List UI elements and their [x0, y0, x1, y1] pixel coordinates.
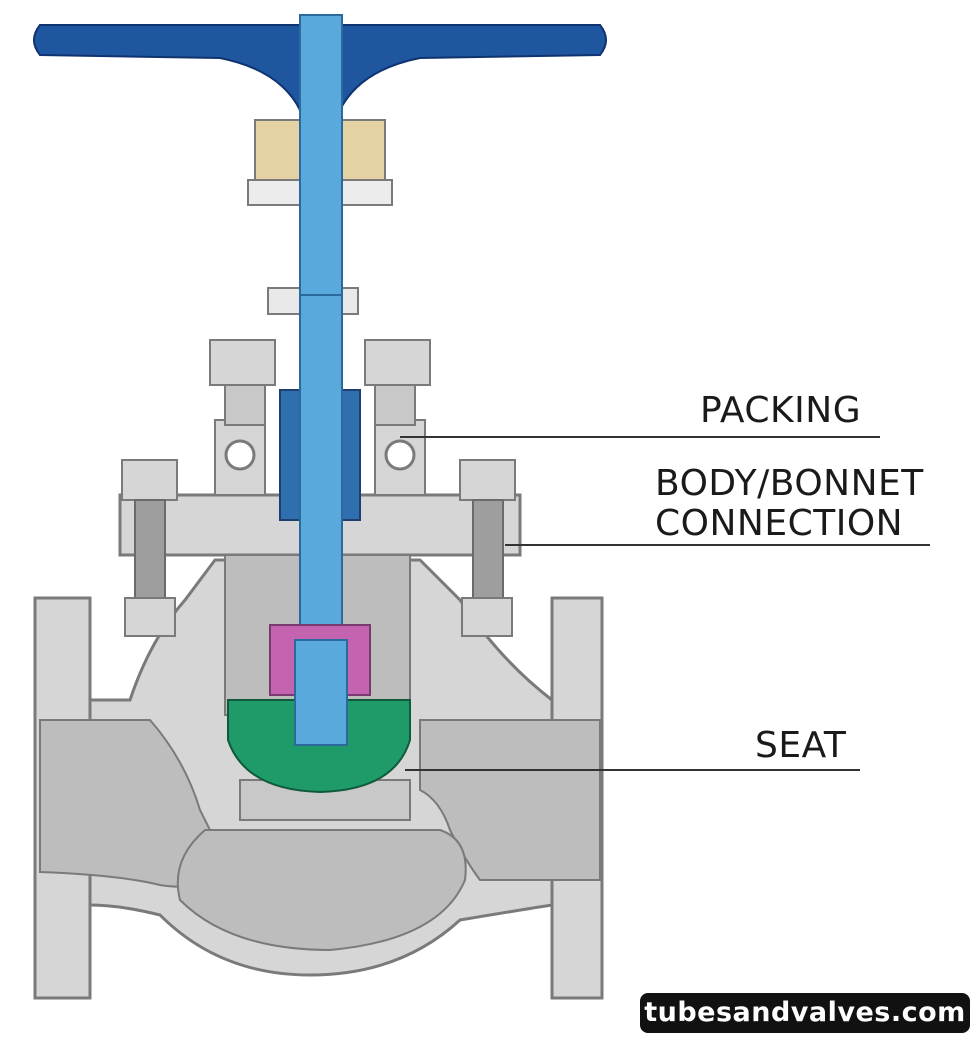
outlet-passage — [419, 719, 601, 881]
left-bolt-shank — [134, 499, 166, 601]
body-bonnet-connection-label: BODY/BONNET CONNECTION — [655, 466, 924, 542]
right-gland-nut — [364, 339, 431, 386]
left-eyebolt — [224, 439, 256, 471]
body-bonnet-label-line1: BODY/BONNET — [655, 463, 924, 504]
right-bolt-nut-bottom — [461, 597, 513, 637]
left-gland-nut — [209, 339, 276, 386]
left-bolt-nut-bottom — [124, 597, 176, 637]
left-bolt-nut-top — [121, 459, 178, 501]
right-gland-stud — [374, 384, 416, 426]
lower-chamber — [176, 829, 467, 952]
stem-tip — [294, 639, 348, 746]
leader-lines — [400, 436, 930, 771]
body-bonnet-label-line2: CONNECTION — [655, 503, 904, 544]
seat-label: SEAT — [755, 725, 847, 766]
packing-label: PACKING — [700, 390, 862, 431]
stem — [299, 14, 343, 646]
stem-shaft — [299, 294, 343, 646]
right-eyebolt — [384, 439, 416, 471]
left-gland-stud — [224, 384, 266, 426]
right-bolt-nut-top — [459, 459, 516, 501]
right-bolt-shank — [472, 499, 504, 601]
disc-assembly — [227, 624, 411, 794]
bonnet-bolts — [121, 459, 516, 637]
watermark: tubesandvalves.com — [640, 993, 970, 1033]
stem-threaded — [299, 14, 343, 296]
